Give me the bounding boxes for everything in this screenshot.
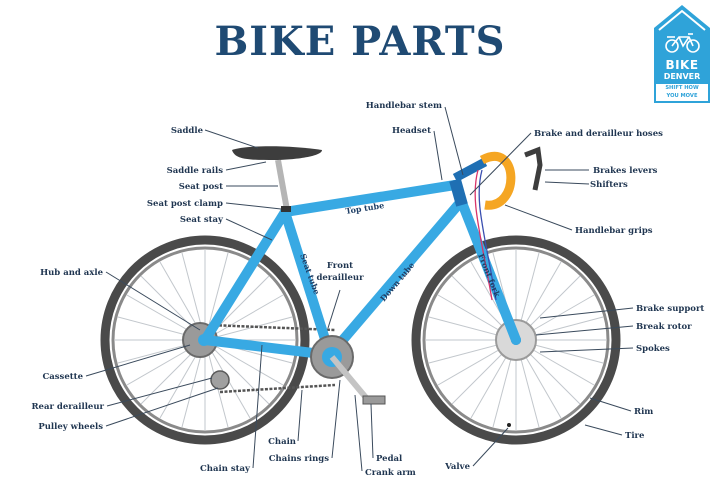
leader-lines: [85, 106, 634, 472]
label-saddle: Saddle: [171, 126, 204, 136]
saddle: [232, 146, 322, 160]
bike-denver-logo: BIKE DENVER SHIFT HOW YOU MOVE: [653, 4, 711, 104]
label-saddle-rails: Saddle rails: [167, 166, 224, 176]
label-pedal: Pedal: [376, 454, 403, 464]
label-chain-stay: Chain stay: [200, 464, 251, 474]
logo-denver-text: DENVER: [663, 72, 701, 81]
page-title: BIKE PARTS: [214, 18, 506, 65]
label-front-derailleur-line2: derailleur: [316, 273, 364, 283]
label-headset: Headset: [392, 126, 431, 136]
label-break-rotor: Break rotor: [636, 322, 692, 332]
brake-lever: [524, 146, 543, 191]
handlebar-grips: [479, 152, 516, 210]
seat-post: [275, 159, 290, 211]
label-crank-arm: Crank arm: [365, 468, 416, 478]
label-cassette: Cassette: [42, 372, 83, 382]
label-rear-derailleur: Rear derailleur: [31, 402, 104, 412]
label-shifters: Shifters: [590, 180, 628, 190]
label-rim: Rim: [634, 407, 653, 417]
bicycle-icon: [665, 33, 700, 53]
label-tire: Tire: [625, 431, 645, 441]
label-pulley-wheels: Pulley wheels: [38, 422, 103, 432]
label-valve: Valve: [444, 462, 470, 472]
rear-derailleur: [210, 370, 230, 390]
label-seat-stay: Seat stay: [180, 215, 224, 225]
hoses: [474, 169, 497, 301]
label-spokes: Spokes: [636, 344, 670, 354]
logo-bike-text: BIKE: [665, 58, 699, 72]
chain: [209, 323, 336, 394]
label-handlebar-stem: Handlebar stem: [366, 101, 442, 111]
crank-arm: [329, 355, 371, 402]
pedal: [362, 395, 386, 405]
label-seat-post: Seat post: [179, 182, 223, 192]
label-chain: Chain: [268, 437, 296, 447]
logo-tagline: SHIFT HOW YOU MOVE: [656, 84, 708, 101]
label-chains-rings: Chains rings: [269, 454, 329, 464]
label-hub-and-axle: Hub and axle: [40, 268, 104, 278]
label-brakes-levers: Brakes levers: [593, 166, 658, 176]
head-tube: [449, 178, 468, 207]
label-brake-and-derailleur-hoses: Brake and derailleur hoses: [534, 129, 663, 139]
label-handlebar-grips: Handlebar grips: [575, 226, 653, 236]
frame-label-down-tube: Down tube: [378, 260, 416, 303]
label-brake-support: Brake support: [636, 304, 704, 314]
label-seat-post-clamp: Seat post clamp: [147, 199, 223, 209]
label-front-derailleur-line1: Front: [327, 261, 353, 271]
handlebar-stem: [452, 158, 488, 182]
logo-badge-shape: [654, 5, 710, 103]
